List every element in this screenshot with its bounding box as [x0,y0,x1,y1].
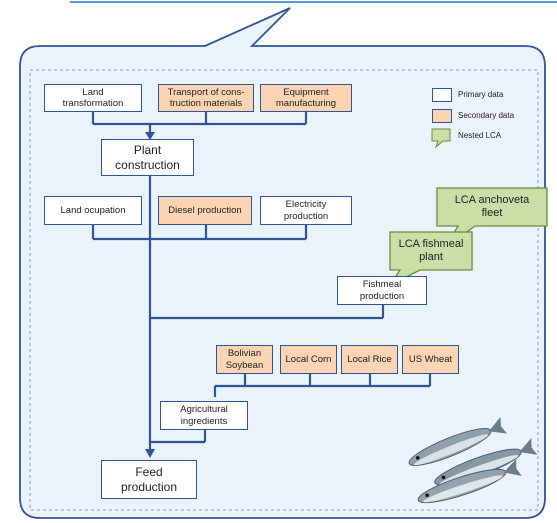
box-land-occupation: Land ocupation [44,196,142,225]
box-transport-construction-materials: Transport of cons- truction materials [158,84,254,112]
box-local-corn: Local Corn [280,345,337,374]
box-electricity-production: Electricity production [260,196,352,225]
box-plant-construction: Plant construction [101,139,194,176]
box-us-wheat: US Wheat [402,345,459,374]
arrow-heads [145,132,155,458]
box-local-rice: Local Rice [341,345,398,374]
nested-lca-anchoveta-label: LCA anchoveta fleet [454,194,530,219]
nested-lca-fishmeal-label: LCA fishmeal plant [398,238,464,263]
box-diesel-production: Diesel production [158,196,252,225]
box-fishmeal-production: Fishmeal production [337,276,427,305]
system-boundary [29,69,539,511]
legend-secondary-swatch [432,109,452,123]
legend-nested-label: Nested LCA [458,131,502,140]
legend-nested-swatch [431,128,451,149]
box-bolivian-soybean: Bolivian Soybean [216,345,273,374]
legend-secondary-label: Secondary data [458,111,515,120]
box-land-transformation: Land transformation [44,84,142,112]
connectors [91,112,432,453]
legend-primary-swatch [432,88,452,102]
box-agricultural-ingredients: Agricultural ingredients [160,401,248,430]
box-feed-production: Feed production [101,460,197,499]
box-equipment-manufacturing: Equipment manufacturing [260,84,352,112]
anchovy-fish-illustration [408,416,538,504]
legend-primary-label: Primary data [458,90,504,99]
